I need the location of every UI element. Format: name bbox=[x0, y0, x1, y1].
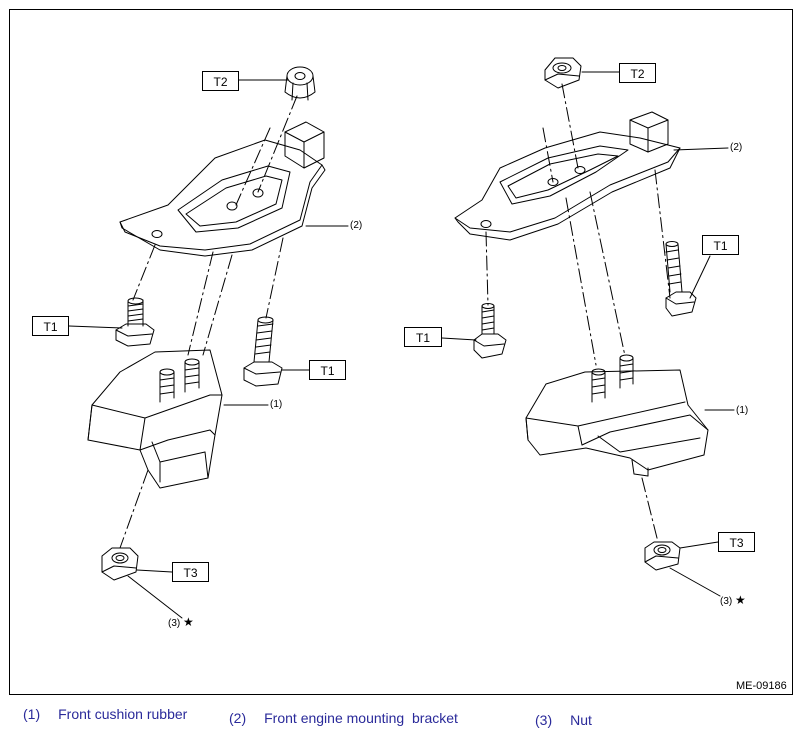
left-callout-3-label: (3) bbox=[168, 618, 181, 629]
legend-item-3-label: Nut bbox=[570, 712, 592, 728]
right-callout-3: (3) ★ bbox=[720, 593, 746, 607]
right-bottom-nut bbox=[644, 541, 681, 571]
left-star-icon: ★ bbox=[183, 615, 194, 629]
right-cushion-rubber bbox=[525, 354, 709, 477]
left-bottom-nut bbox=[101, 547, 139, 581]
left-callout-2: (2) bbox=[350, 220, 363, 231]
right-bracket bbox=[454, 111, 681, 241]
right-torque-tag-t1-b: T1 bbox=[702, 235, 739, 255]
right-torque-tag-t3: T3 bbox=[718, 532, 755, 552]
right-bolt-a bbox=[473, 303, 507, 359]
right-callout-1: (1) bbox=[736, 405, 749, 416]
left-bracket bbox=[119, 121, 326, 257]
left-torque-tag-t2: T2 bbox=[202, 71, 239, 91]
left-callout-1: (1) bbox=[270, 399, 283, 410]
document-id: ME-09186 bbox=[736, 680, 787, 692]
right-callout-3-label: (3) bbox=[720, 596, 733, 607]
legend-item-1-label: Front cushion rubber bbox=[58, 706, 188, 722]
legend-item-1-number: (1) bbox=[23, 706, 41, 722]
legend-item-1: (1) Front cushion rubber bbox=[23, 706, 187, 722]
legend-item-3-number: (3) bbox=[535, 712, 553, 728]
left-torque-tag-t3: T3 bbox=[172, 562, 209, 582]
right-leader-lines bbox=[441, 71, 735, 597]
left-assembly bbox=[68, 66, 349, 619]
left-torque-tag-t1-b: T1 bbox=[309, 360, 346, 380]
left-bolt-b bbox=[243, 316, 283, 387]
left-callout-3: (3) ★ bbox=[168, 615, 194, 629]
right-center-lines bbox=[485, 83, 671, 543]
right-top-nut bbox=[544, 57, 582, 89]
right-torque-tag-t1-a: T1 bbox=[404, 327, 442, 347]
right-torque-tag-t2: T2 bbox=[619, 63, 656, 83]
left-leader-lines bbox=[68, 79, 349, 619]
legend-item-2: (2) Front engine mounting bracket bbox=[229, 710, 458, 726]
right-assembly bbox=[441, 57, 735, 597]
diagram-frame bbox=[9, 9, 793, 695]
left-bolt-a bbox=[115, 297, 155, 347]
left-top-nut bbox=[284, 66, 316, 101]
right-bolt-b bbox=[665, 241, 697, 317]
left-cushion-rubber bbox=[87, 349, 223, 489]
legend-item-2-number: (2) bbox=[229, 710, 247, 726]
left-torque-tag-t1-a: T1 bbox=[32, 316, 69, 336]
legend-item-2-label: Front engine mounting bracket bbox=[264, 710, 458, 726]
legend-item-3: (3) Nut bbox=[535, 712, 592, 728]
right-callout-2: (2) bbox=[730, 142, 743, 153]
right-star-icon: ★ bbox=[735, 593, 746, 607]
